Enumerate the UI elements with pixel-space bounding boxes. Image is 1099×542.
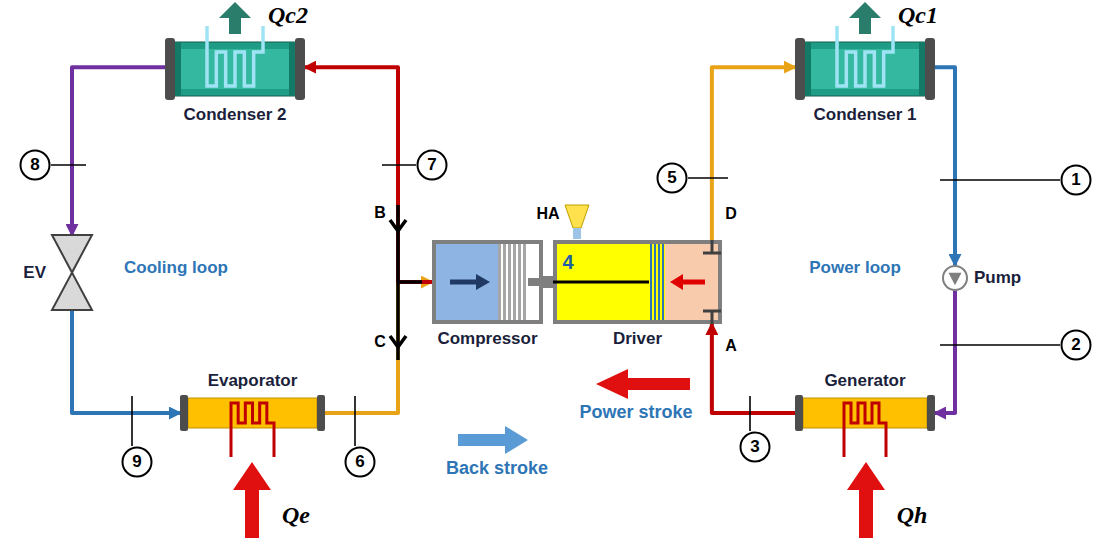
loop-label: Power loop <box>809 258 901 278</box>
heat-arrow <box>219 2 881 34</box>
callout-text: 3 <box>750 437 759 457</box>
pipe-connector <box>935 67 955 265</box>
callout-text: 6 <box>355 452 364 472</box>
callout-number: 5 <box>656 162 688 194</box>
condenser: Condenser 1 <box>795 38 935 100</box>
component-label: Evaporator <box>208 371 298 391</box>
heat-label: Qh <box>897 502 928 530</box>
nozzle-label: HA <box>536 205 559 223</box>
component-label: Pump <box>974 268 1021 288</box>
loop-label: Cooling loop <box>124 258 228 278</box>
callout-number: 6 <box>344 446 376 478</box>
callout-number: 9 <box>121 446 153 478</box>
valve-label: C <box>374 333 386 351</box>
callout-number: 2 <box>1060 329 1092 361</box>
pipe-connector <box>305 67 432 282</box>
valve-label: B <box>374 204 386 222</box>
stroke-label: Back stroke <box>446 458 548 479</box>
component-label: Compressor <box>437 329 537 349</box>
pump-symbol <box>942 265 968 291</box>
stroke-label: Power stroke <box>579 402 692 423</box>
heat-arrow <box>233 462 885 538</box>
pipe-connector <box>325 282 432 413</box>
generator: Generator <box>795 395 935 431</box>
callout-number: 8 <box>19 149 51 181</box>
callout-text: 2 <box>1071 335 1080 355</box>
callout-text: 1 <box>1071 170 1080 190</box>
pipe-connector <box>712 67 795 240</box>
stroke-arrow <box>458 426 528 454</box>
evaporator: Evaporator <box>180 395 325 431</box>
driver-symbol <box>553 240 722 324</box>
condenser-symbol <box>795 38 935 100</box>
callout-number: 7 <box>416 149 448 181</box>
valve-label: D <box>725 205 737 223</box>
compressor: Compressor <box>432 240 543 324</box>
stroke-arrow <box>596 369 690 399</box>
callout-number: 1 <box>1060 164 1092 196</box>
compressor-symbol <box>432 240 543 324</box>
condenser-symbol <box>165 38 305 100</box>
callout-text: 5 <box>667 168 676 188</box>
junction-line <box>390 205 422 360</box>
driver: Driver <box>553 240 722 324</box>
component-label: Condenser 2 <box>184 105 287 125</box>
pipe-connector <box>72 310 180 413</box>
component-label: Condenser 1 <box>814 105 917 125</box>
component-label: Generator <box>824 371 905 391</box>
nozzle-symbol <box>565 205 589 239</box>
chamber-number: 4 <box>562 251 573 274</box>
leader-tick <box>51 165 1060 446</box>
component-label: EV <box>23 263 46 283</box>
generator-symbol <box>795 395 935 431</box>
pipe-connector <box>712 324 795 413</box>
pump: Pump <box>942 265 968 291</box>
callout-number: 3 <box>739 431 771 463</box>
callout-text: 9 <box>132 452 141 472</box>
heat-label: Qc1 <box>898 2 938 30</box>
pipe-connector <box>72 67 165 235</box>
callout-text: 8 <box>30 155 39 175</box>
valve-label: A <box>725 337 737 355</box>
expansion-valve: EV <box>52 235 92 310</box>
condenser: Condenser 2 <box>165 38 305 100</box>
heat-label: Qc2 <box>268 2 308 30</box>
expansion-valve-symbol <box>52 235 92 310</box>
heat-label: Qe <box>282 502 310 530</box>
component-label: Driver <box>613 329 662 349</box>
pipe-connector <box>935 291 955 413</box>
evaporator-symbol <box>180 395 325 431</box>
callout-text: 7 <box>427 155 436 175</box>
piston-rod <box>541 276 555 288</box>
